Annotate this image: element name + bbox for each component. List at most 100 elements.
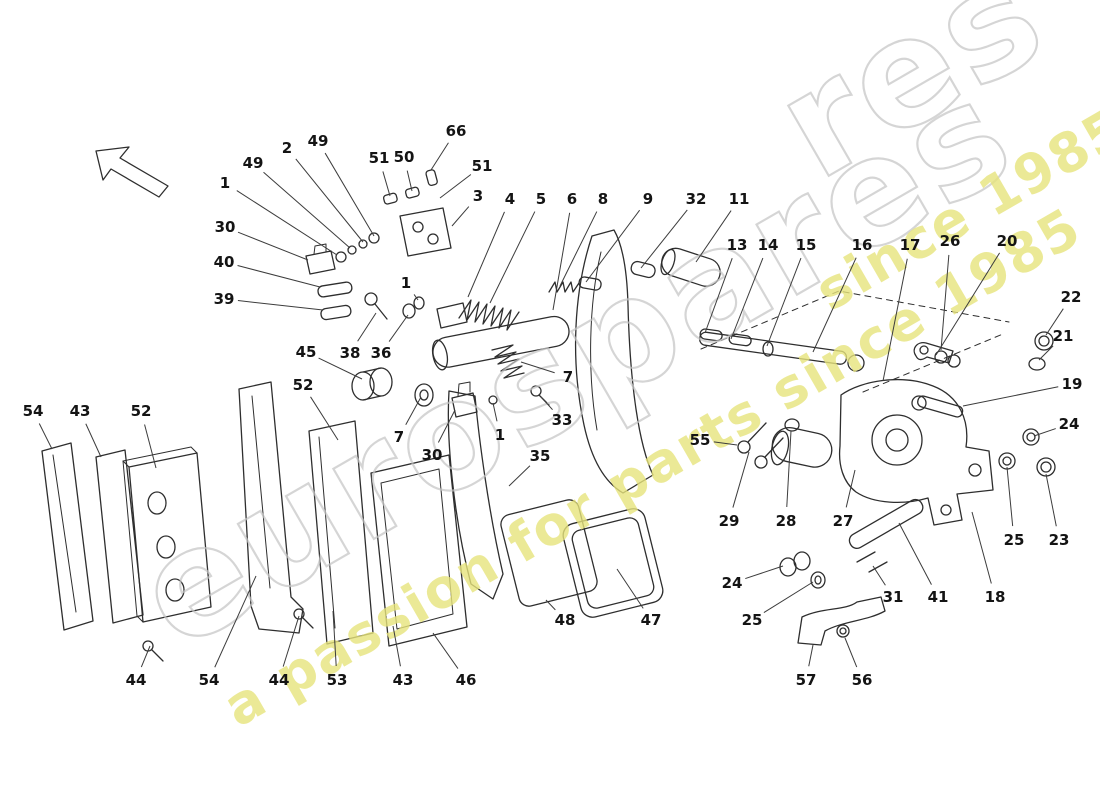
pedal-pad-48	[500, 499, 598, 607]
callout-7: 7	[394, 428, 404, 446]
pin-14	[728, 333, 752, 347]
callout-24: 24	[1059, 415, 1080, 433]
leader-line	[357, 312, 377, 342]
callout-13: 13	[727, 236, 748, 254]
callout-35: 35	[530, 447, 551, 465]
leader-line	[489, 211, 536, 304]
bolt-66	[425, 169, 438, 186]
leader-line	[898, 522, 932, 585]
leader-line	[295, 158, 364, 243]
leader-line	[388, 314, 409, 342]
callout-3: 3	[473, 187, 483, 205]
callout-25: 25	[742, 611, 763, 629]
leader-line	[808, 644, 814, 667]
callout-39: 39	[214, 290, 235, 308]
callout-9: 9	[643, 190, 653, 208]
pins-31	[856, 551, 888, 573]
callout-1: 1	[401, 274, 411, 292]
pin-9	[578, 276, 602, 291]
leader-line	[763, 581, 814, 614]
support-bracket-54	[238, 381, 304, 634]
leader-line	[704, 257, 733, 334]
leader-line	[413, 294, 419, 301]
leader-line	[844, 637, 858, 668]
callout-23: 23	[1049, 531, 1070, 549]
dashed-reference-line	[700, 290, 1010, 350]
callout-45: 45	[296, 343, 317, 361]
leader-line	[786, 430, 792, 508]
callout-48: 48	[555, 611, 576, 629]
bolt-38	[364, 292, 388, 320]
callout-40: 40	[214, 253, 235, 271]
leader-line	[845, 469, 856, 508]
callout-44: 44	[126, 671, 147, 689]
washer-7	[414, 383, 434, 407]
callout-24: 24	[722, 574, 743, 592]
nut-56	[836, 624, 850, 638]
leader-line	[405, 396, 422, 425]
leader-line	[882, 258, 908, 382]
pedal-plate-46	[370, 454, 468, 647]
callout-55: 55	[690, 431, 711, 449]
callout-6: 6	[567, 190, 577, 208]
callout-43: 43	[393, 671, 414, 689]
leader-line	[1006, 466, 1014, 527]
hook-plate-20	[913, 342, 954, 364]
callout-19: 19	[1062, 375, 1083, 393]
leader-line	[732, 451, 750, 508]
leader-line	[85, 423, 102, 458]
callout-25: 25	[1004, 531, 1025, 549]
callout-56: 56	[852, 671, 873, 689]
clutch-pedal-arm	[447, 390, 504, 600]
pedal-pad-47	[562, 508, 664, 618]
callout-16: 16	[852, 236, 873, 254]
callout-31: 31	[883, 588, 904, 606]
diagram-line-art	[41, 146, 1056, 662]
leader-line	[508, 465, 531, 487]
leader-line	[552, 212, 571, 311]
strap-bracket-57	[797, 596, 886, 646]
leader-line	[282, 615, 300, 667]
pivot-bushing-11	[660, 247, 721, 287]
leader-line	[971, 511, 992, 584]
callout-21: 21	[1053, 327, 1074, 345]
callout-46: 46	[456, 671, 477, 689]
washer-36	[402, 303, 416, 319]
washer-1	[413, 296, 425, 310]
leader-line	[962, 386, 1059, 407]
callout-32: 32	[686, 190, 707, 208]
callout-26: 26	[940, 232, 961, 250]
bracket-plate-53	[308, 420, 374, 645]
callout-54: 54	[199, 671, 220, 689]
callout-1: 1	[220, 174, 230, 192]
callout-52: 52	[293, 376, 314, 394]
leader-line	[492, 402, 498, 422]
spacer-block-52	[122, 446, 212, 623]
leader-line	[559, 211, 598, 287]
leader-line	[640, 209, 688, 269]
clevis-mid	[436, 302, 468, 329]
callout-41: 41	[928, 588, 949, 606]
callout-27: 27	[833, 512, 854, 530]
pin-40	[317, 281, 353, 298]
leader-line	[940, 254, 950, 351]
leader-line	[214, 575, 257, 668]
leader-line	[144, 424, 157, 469]
leader-line	[1045, 308, 1064, 336]
callout-43: 43	[70, 402, 91, 420]
washers-26	[934, 350, 961, 368]
coil-spring-8	[548, 281, 580, 293]
callout-20: 20	[997, 232, 1018, 250]
leader-line	[745, 565, 784, 580]
callout-49: 49	[308, 132, 329, 150]
callout-54: 54	[23, 402, 44, 420]
leader-line	[935, 252, 1001, 356]
leader-line	[332, 610, 337, 667]
callout-14: 14	[758, 236, 779, 254]
callout-5: 5	[536, 190, 546, 208]
plate-3	[399, 207, 452, 257]
bushing-45	[351, 367, 393, 401]
leader-line	[382, 171, 391, 197]
callout-30: 30	[215, 218, 236, 236]
